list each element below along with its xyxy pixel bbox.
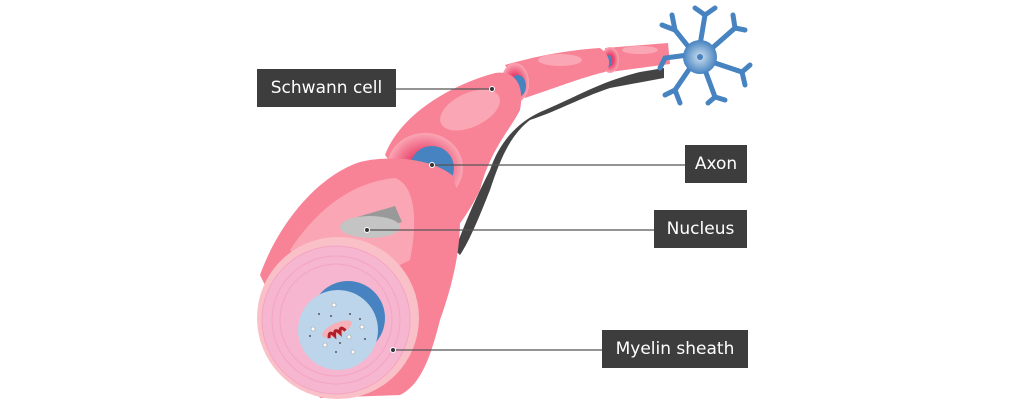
- soma-nucleus: [697, 54, 703, 60]
- myelin-sheath-pointer: [390, 347, 396, 353]
- vesicles: [309, 313, 366, 353]
- schwann-cell-label: Schwann cell: [257, 69, 396, 107]
- nucleus-pointer: [364, 227, 370, 233]
- axon-shadow: [455, 68, 664, 255]
- schwann-cell-segment-1: [257, 158, 461, 399]
- mitochondrion: [327, 326, 347, 340]
- nucleus: [340, 216, 400, 238]
- neuron-cell-body: [657, 5, 753, 106]
- schwann-cell-pointer: [489, 86, 495, 92]
- nucleus-label: Nucleus: [654, 210, 747, 248]
- leader-lines: [367, 88, 685, 351]
- axon-pointer: [429, 162, 435, 168]
- axon-label: Axon: [685, 145, 747, 183]
- myelin-sheath-label: Myelin sheath: [602, 330, 748, 368]
